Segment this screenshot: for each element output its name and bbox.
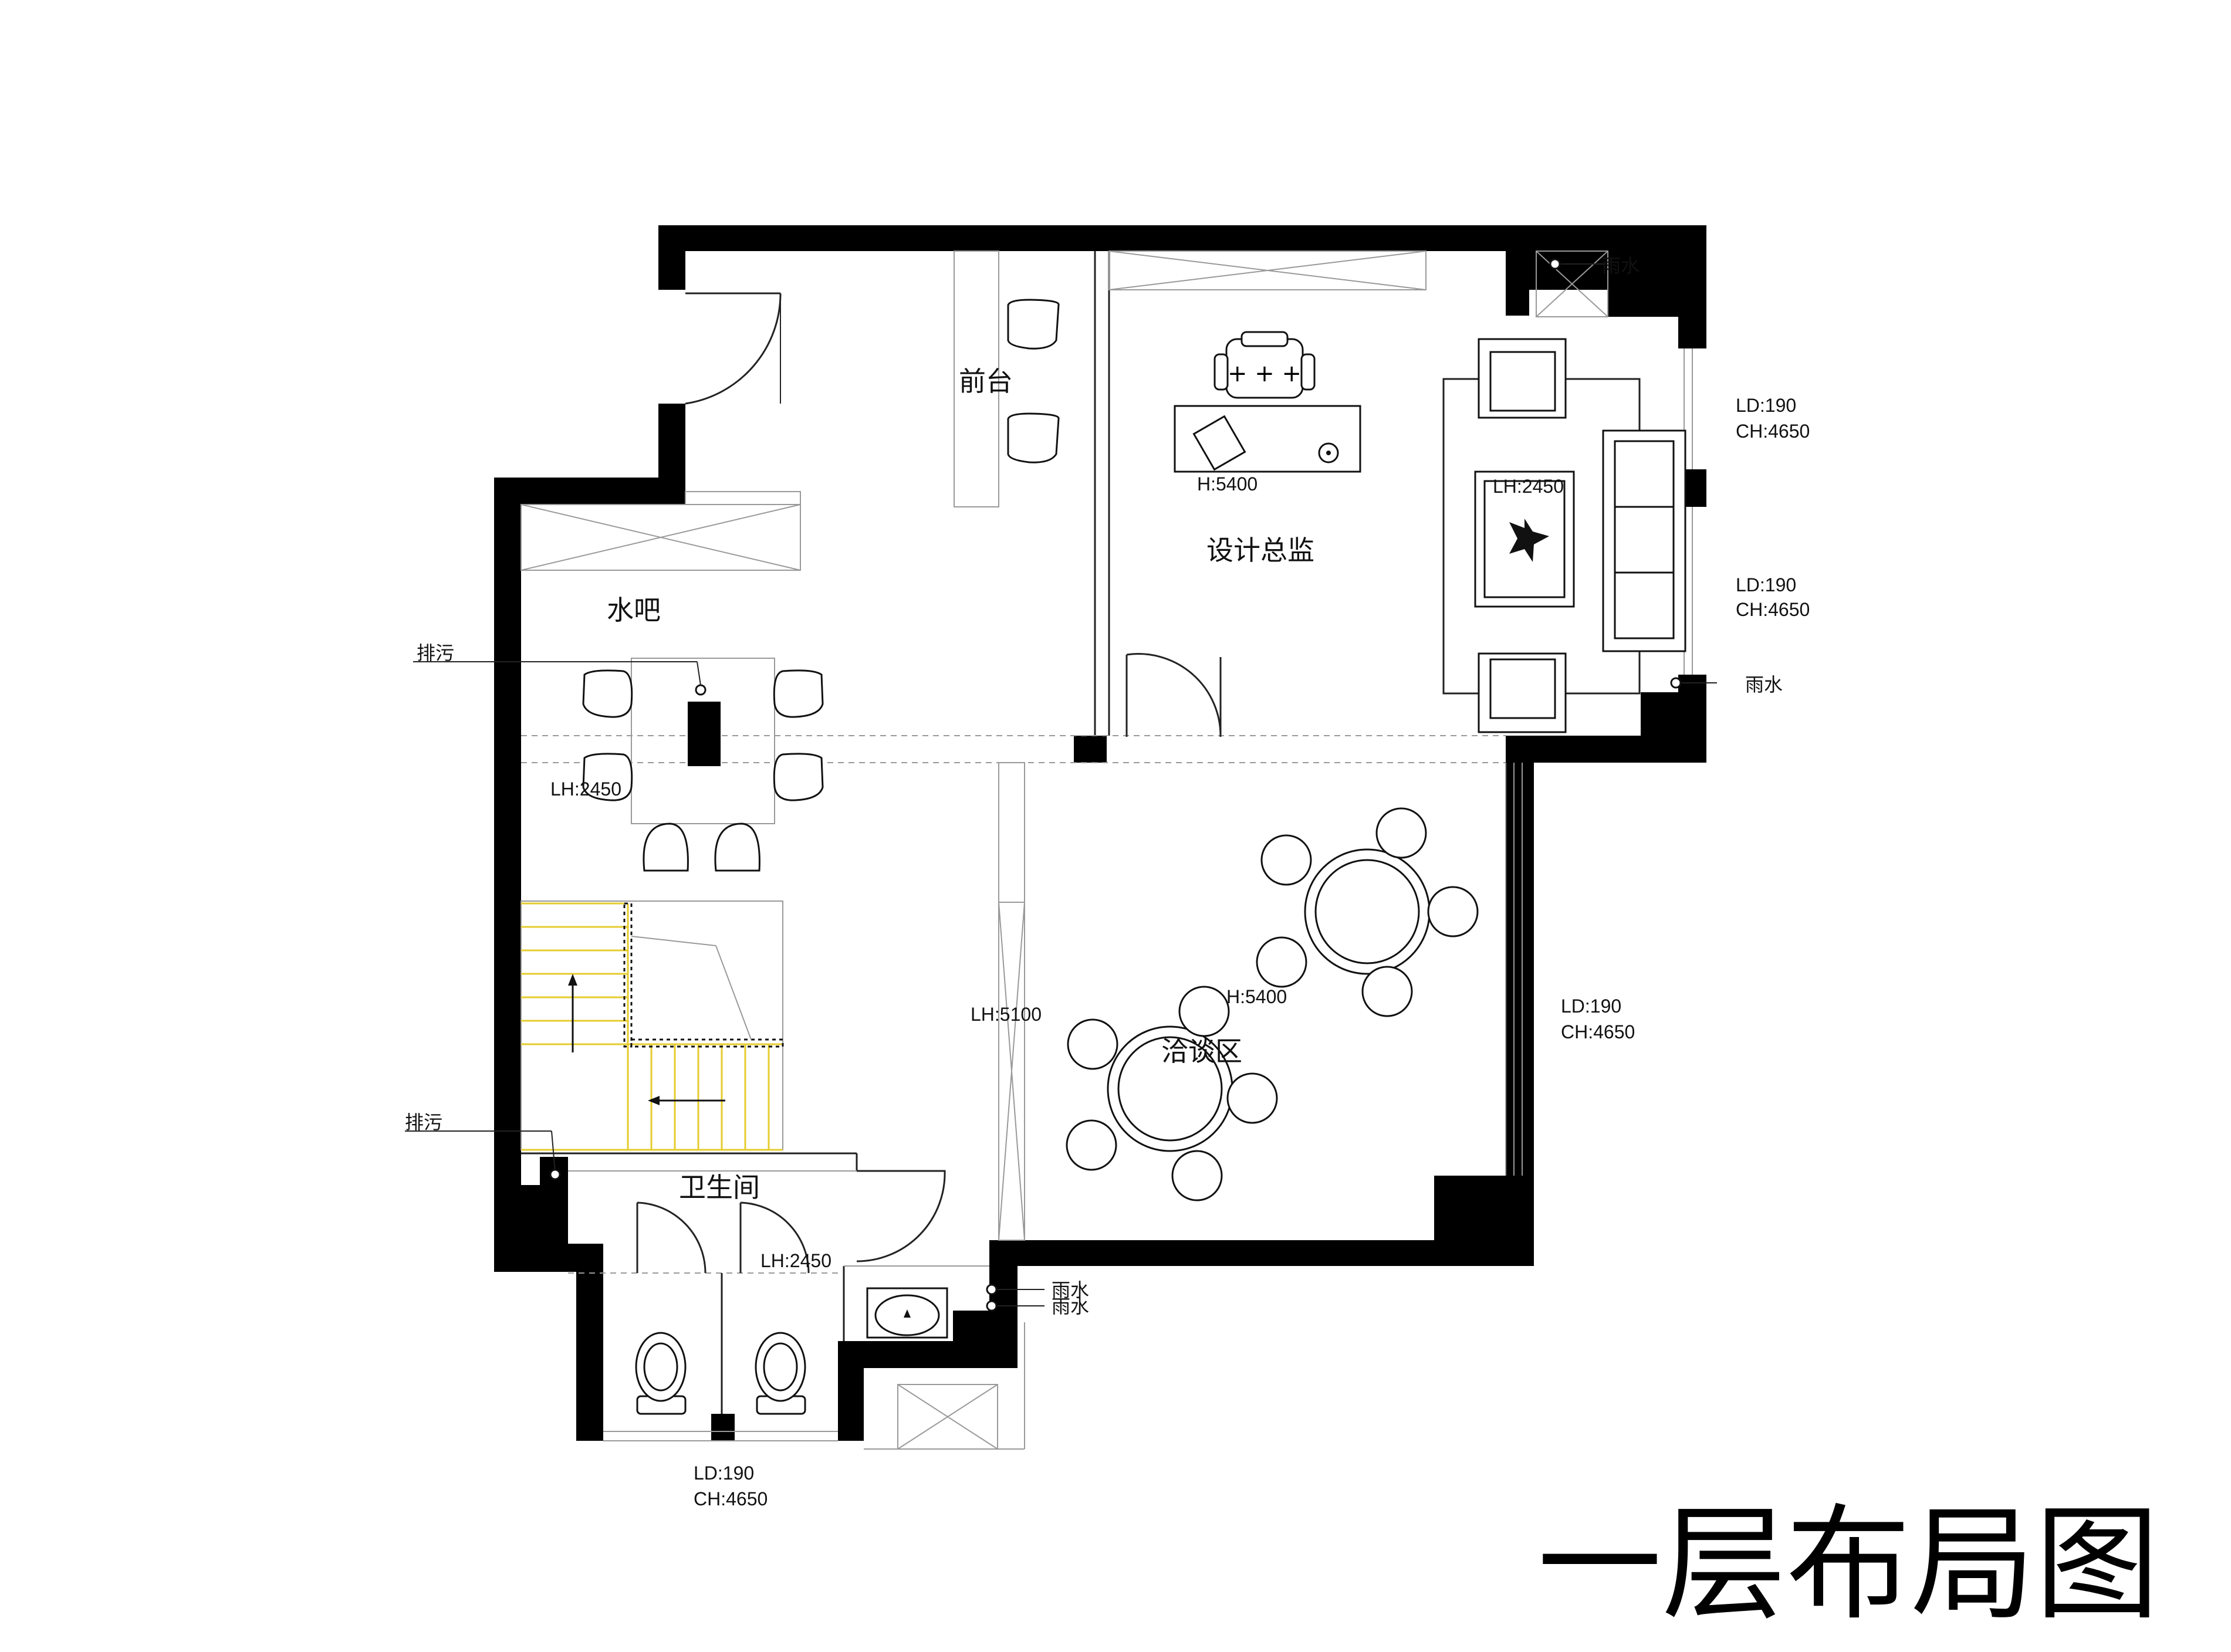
walls <box>494 225 1706 1441</box>
furniture: + + + <box>582 299 1686 1415</box>
room-label-negotiation: 洽谈区 <box>1161 1035 1242 1067</box>
label-window-ch-4: CH:4650 <box>694 1488 768 1509</box>
staircase <box>520 901 784 1151</box>
label-restroom-ceiling: LH:2450 <box>760 1250 831 1271</box>
label-bar-ceiling: LH:2450 <box>550 778 621 800</box>
label-drain-2: 排污 <box>405 1111 442 1133</box>
partitions <box>520 250 1693 1450</box>
room-label-reception: 前台 <box>959 365 1013 397</box>
room-label-restroom: 卫生间 <box>679 1172 760 1203</box>
leaders <box>405 258 1717 1312</box>
label-window-ld-4: LD:190 <box>694 1463 754 1484</box>
label-desk-height: H:5400 <box>1197 473 1258 495</box>
label-window-ld-3: LD:190 <box>1561 996 1621 1017</box>
label-rain-3: 雨水 <box>1052 1279 1089 1301</box>
label-window-ld-1: LD:190 <box>1736 395 1796 416</box>
page-title: 一层布局图 <box>1537 1492 2159 1637</box>
label-window-ch-2: CH:4650 <box>1736 599 1810 620</box>
label-corridor-ceiling: LH:5100 <box>971 1004 1042 1025</box>
label-window-ch-1: CH:4650 <box>1736 421 1810 442</box>
svg-text:+ + +: + + + <box>1228 360 1302 387</box>
label-window-ld-2: LD:190 <box>1736 574 1796 595</box>
label-drain-1: 排污 <box>417 642 454 664</box>
labels: 前台 设计总监 水吧 洽谈区 卫生间 H:5400 LH:2450 LH:245… <box>405 255 2159 1637</box>
label-rain-4: 雨水 <box>1052 1295 1089 1318</box>
room-label-water-bar: 水吧 <box>607 594 661 626</box>
room-label-director: 设计总监 <box>1206 534 1314 566</box>
doors <box>636 292 1222 1274</box>
label-negotiation-height: H:5400 <box>1226 986 1287 1007</box>
label-rain-2: 雨水 <box>1602 255 1640 277</box>
label-window-ch-3: CH:4650 <box>1561 1021 1635 1042</box>
label-rain-1: 雨水 <box>1745 673 1783 696</box>
label-director-ceiling: LH:2450 <box>1493 476 1564 497</box>
